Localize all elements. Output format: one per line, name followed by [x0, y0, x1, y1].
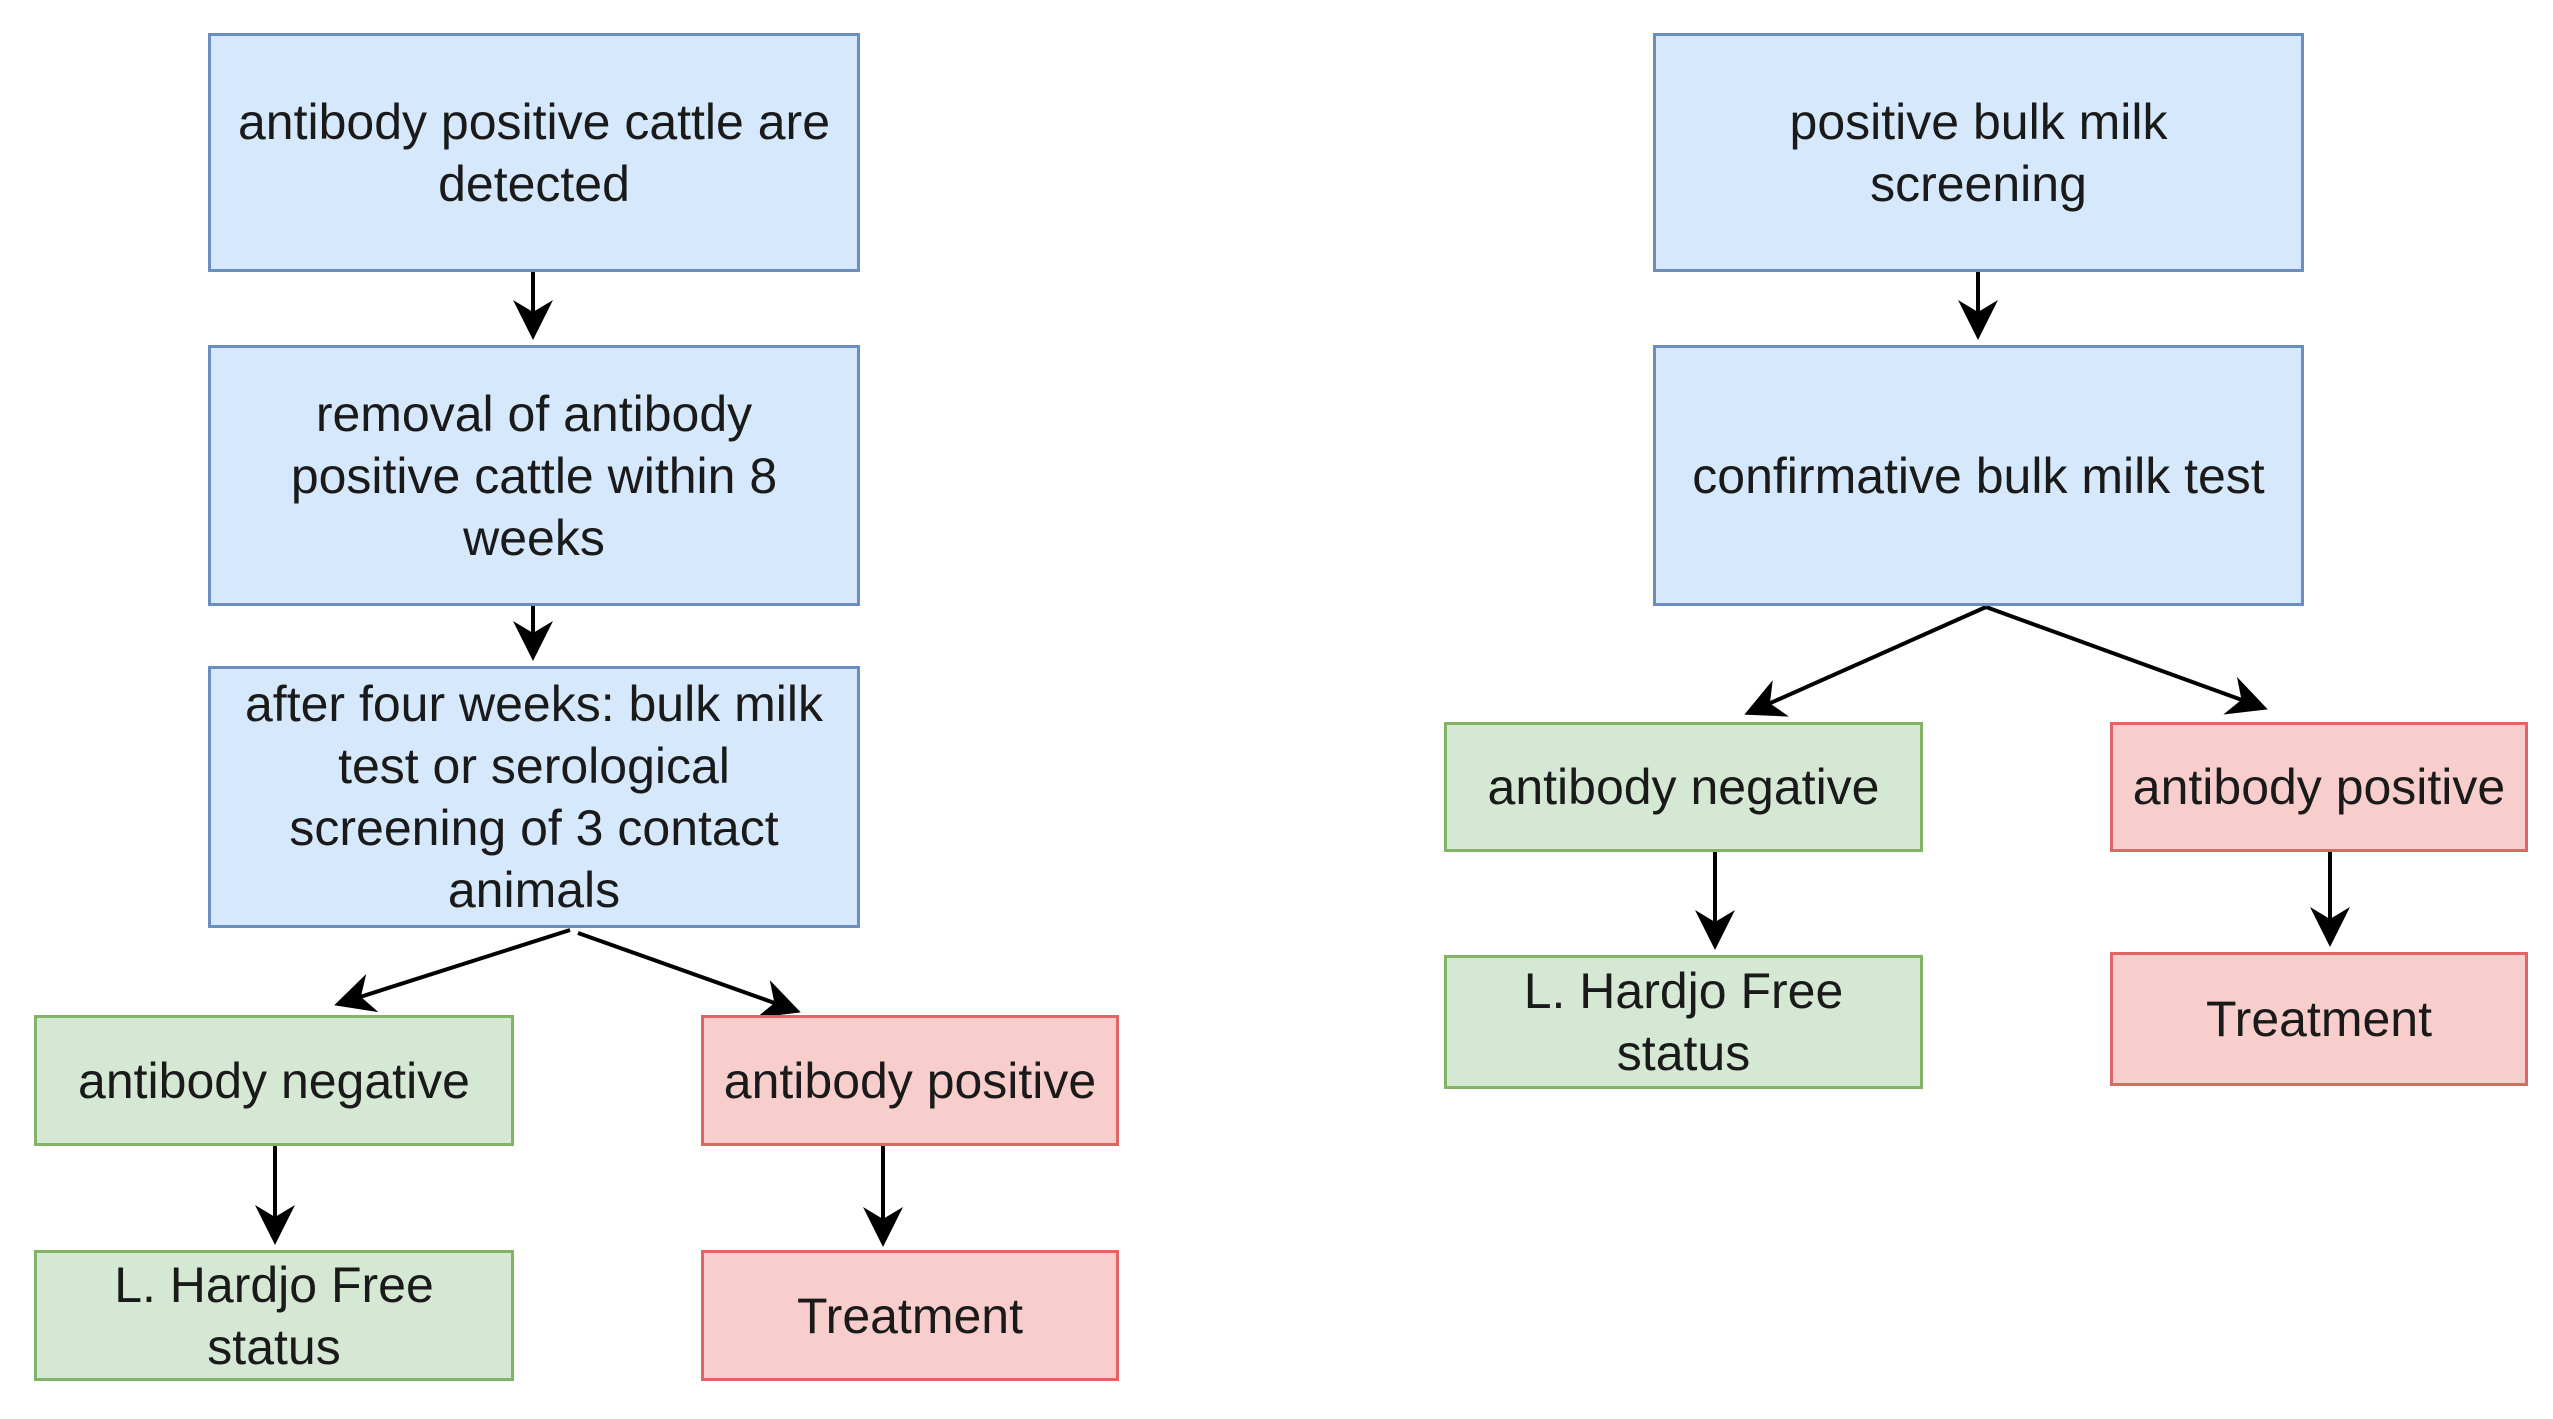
node-left-antibody-positive: antibody positive — [701, 1015, 1119, 1146]
node-positive-bulk-milk-screening-label: positive bulk milk screening — [1789, 93, 2168, 212]
node-after-four-weeks-test-label: after four weeks: bulk milk test or sero… — [245, 676, 823, 918]
node-left-treatment-label: Treatment — [796, 1287, 1023, 1344]
node-removal-of-positive-cattle: removal of antibody positive cattle with… — [208, 345, 860, 606]
node-removal-of-positive-cattle-label: removal of antibody positive cattle with… — [290, 385, 778, 566]
node-right-treatment: Treatment — [2110, 952, 2528, 1086]
node-left-antibody-negative: antibody negative — [34, 1015, 514, 1146]
node-left-antibody-positive-label: antibody positive — [723, 1052, 1097, 1109]
node-right-hardjo-free-status-label: L. Hardjo Free status — [1523, 963, 1844, 1081]
node-confirmative-bulk-milk-test: confirmative bulk milk test — [1653, 345, 2304, 606]
node-right-hardjo-free-status: L. Hardjo Free status — [1444, 955, 1923, 1089]
node-right-antibody-positive-label: antibody positive — [2132, 759, 2506, 815]
node-right-treatment-label: Treatment — [2205, 991, 2432, 1047]
arrow-right-to-negative — [1744, 605, 1987, 717]
arrow-left-to-positive — [577, 931, 801, 1018]
node-left-hardjo-free-status: L. Hardjo Free status — [34, 1250, 514, 1381]
node-after-four-weeks-test: after four weeks: bulk milk test or sero… — [208, 666, 860, 928]
node-positive-bulk-milk-screening: positive bulk milk screening — [1653, 33, 2304, 272]
node-antibody-positive-detected: antibody positive cattle are detected — [208, 33, 860, 272]
arrow-left-to-negative — [334, 928, 571, 1013]
node-left-treatment: Treatment — [701, 1250, 1119, 1381]
arrow-right-to-positive — [1985, 605, 2268, 715]
node-antibody-positive-detected-label: antibody positive cattle are detected — [237, 93, 831, 212]
node-right-antibody-positive: antibody positive — [2110, 722, 2528, 852]
node-confirmative-bulk-milk-test-label: confirmative bulk milk test — [1692, 447, 2265, 504]
node-right-antibody-negative-label: antibody negative — [1487, 759, 1880, 815]
node-left-antibody-negative-label: antibody negative — [78, 1052, 470, 1109]
node-left-hardjo-free-status-label: L. Hardjo Free status — [114, 1256, 434, 1375]
node-right-antibody-negative: antibody negative — [1444, 722, 1923, 852]
